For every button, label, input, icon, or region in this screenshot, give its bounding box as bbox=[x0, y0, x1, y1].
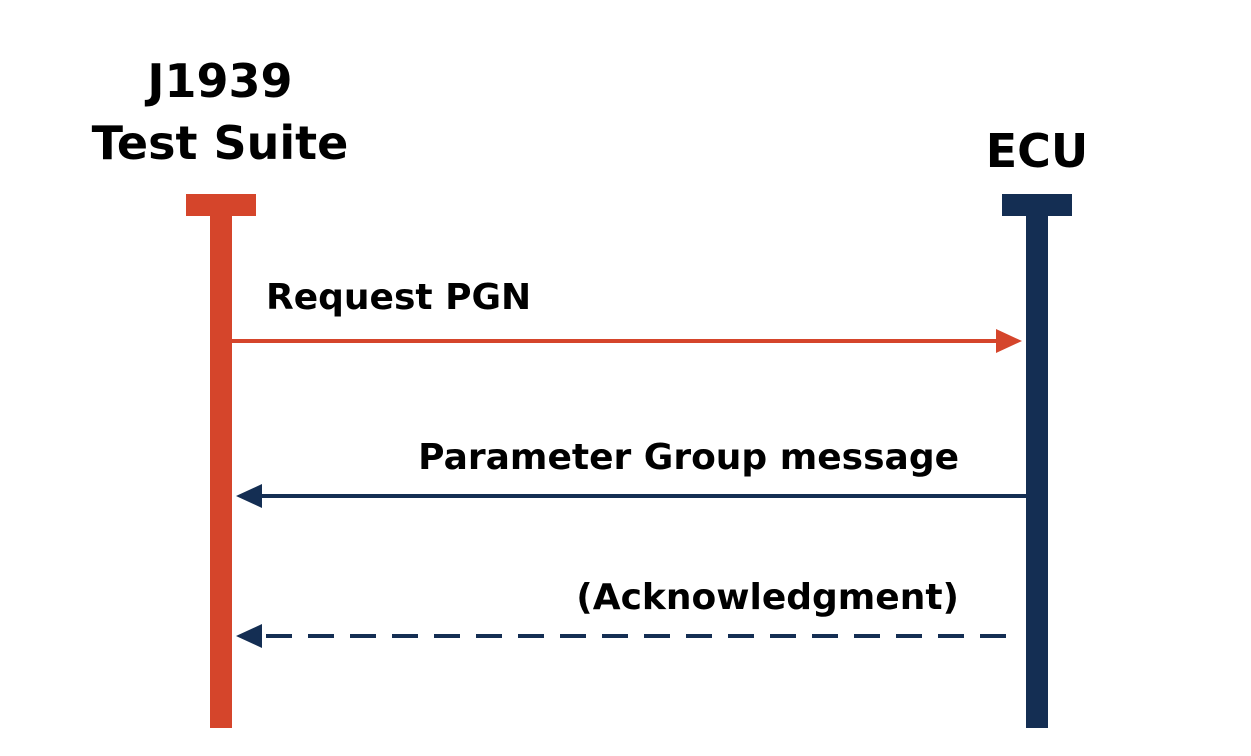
lifeline-test-suite bbox=[210, 194, 232, 728]
arrowhead-request-pgn bbox=[996, 329, 1022, 353]
lifeline-ecu bbox=[1026, 194, 1048, 728]
actor-title-line-1: J1939 bbox=[147, 54, 293, 108]
message-label-acknowledgment: (Acknowledgment) bbox=[576, 577, 959, 618]
actor-title-ecu: ECU bbox=[985, 124, 1089, 178]
message-label-request-pgn: Request PGN bbox=[266, 277, 532, 318]
arrowhead-acknowledgment bbox=[236, 624, 262, 648]
arrowhead-parameter-group bbox=[236, 484, 262, 508]
actor-title-test-suite: J1939 Test Suite bbox=[70, 50, 370, 174]
actor-title-line-2: Test Suite bbox=[91, 116, 349, 170]
message-label-parameter-group: Parameter Group message bbox=[418, 437, 959, 478]
